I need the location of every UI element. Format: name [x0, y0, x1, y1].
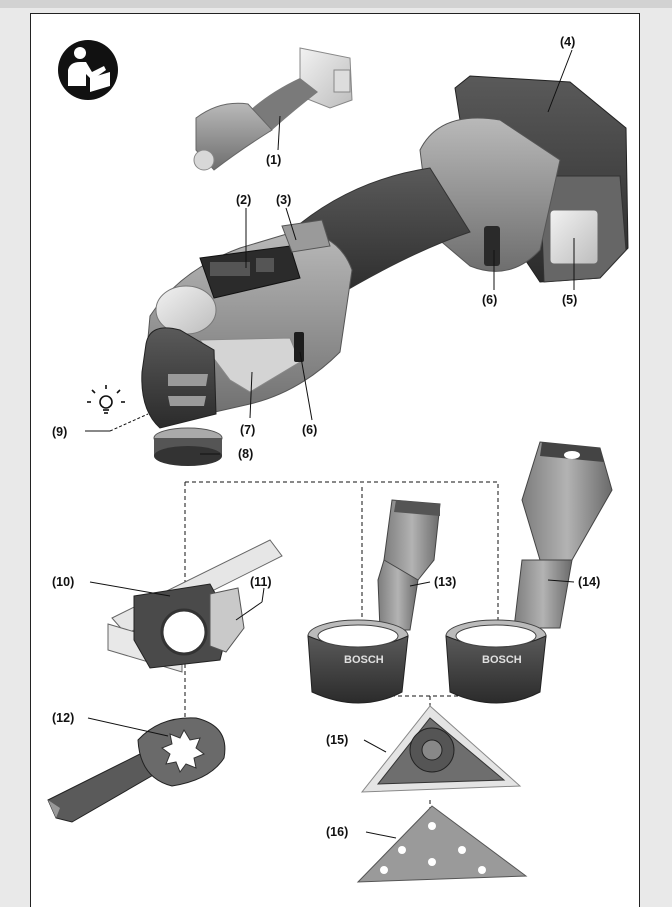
dust-extraction-adapter-small — [307, 499, 441, 704]
brand-mark-left: BOSCH — [344, 654, 384, 666]
display-screen — [210, 262, 250, 276]
vent-slots-rear — [484, 226, 500, 266]
tool-overview-small — [193, 47, 353, 171]
vent-slots-front — [294, 332, 304, 362]
delta-sanding-plate — [360, 705, 522, 793]
callout-3: (3) — [276, 193, 291, 207]
callout-7: (7) — [240, 423, 255, 437]
callout-1: (1) — [266, 153, 281, 167]
callout-8: (8) — [238, 447, 253, 461]
depth-stop-accessory — [107, 539, 283, 673]
callout-2: (2) — [236, 193, 251, 207]
read-manual-icon — [58, 40, 118, 100]
callout-16: (16) — [326, 825, 348, 839]
brand-mark-right: BOSCH — [482, 654, 522, 666]
callout-11: (11) — [250, 575, 272, 589]
dust-extraction-adapter-large — [445, 441, 613, 704]
callout-10: (10) — [52, 575, 74, 589]
callout-6-rear: (6) — [482, 293, 497, 307]
callout-15: (15) — [326, 733, 348, 747]
callout-9: (9) — [52, 425, 67, 439]
sanding-sheet — [356, 805, 528, 883]
work-light-icon — [87, 385, 125, 414]
main-tool — [141, 75, 629, 466]
callout-13: (13) — [434, 575, 456, 589]
callout-12: (12) — [52, 711, 74, 725]
page-top-bar — [0, 0, 672, 8]
callout-6-front: (6) — [302, 423, 317, 437]
saw-blade — [47, 717, 226, 823]
callout-4: (4) — [560, 35, 575, 49]
callout-14: (14) — [578, 575, 600, 589]
callout-5: (5) — [562, 293, 577, 307]
leader-lines — [85, 49, 575, 839]
